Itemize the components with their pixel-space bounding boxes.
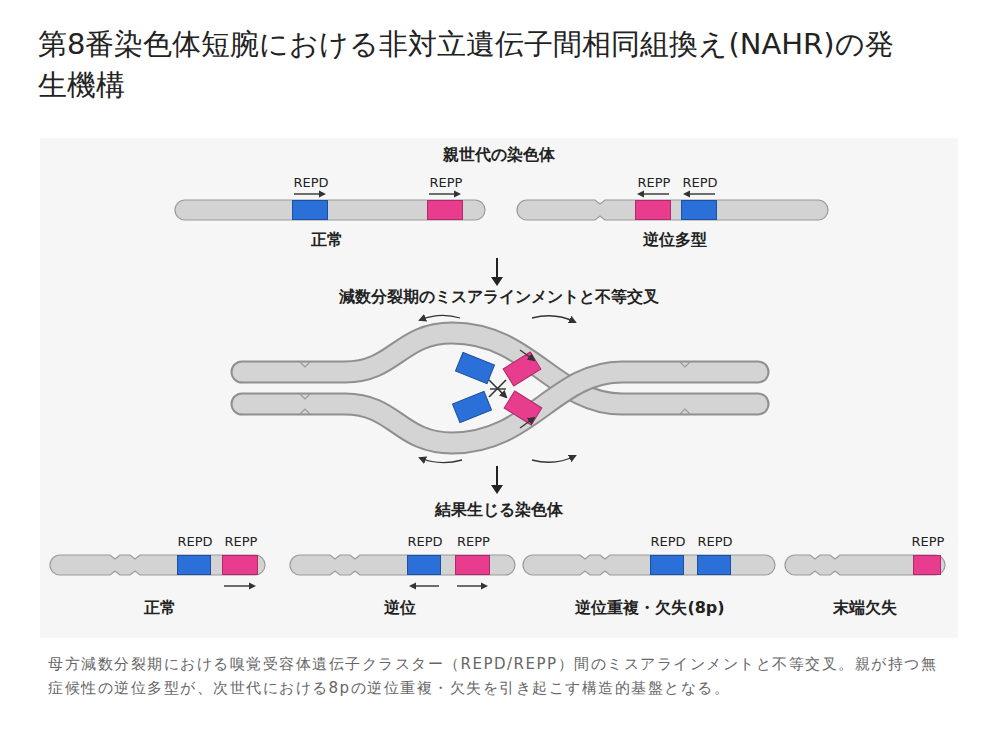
orientation-arrow	[292, 189, 328, 199]
flow-arrow	[496, 466, 498, 487]
arrow-head	[481, 583, 488, 590]
chromosome-body	[50, 555, 265, 575]
arrow-shaft	[429, 193, 456, 194]
twist-arrow	[532, 316, 575, 322]
chromosome-label: 正常	[50, 598, 270, 618]
repeat-label: REPP	[426, 534, 521, 549]
repeat-label: REPD	[652, 175, 748, 190]
twist-arrow	[532, 456, 575, 462]
arrow-shaft	[294, 193, 321, 194]
repeat-block: REPD	[697, 555, 731, 575]
chromosome: 正常REPDREPP	[175, 200, 485, 220]
repeat-block: REPP	[455, 555, 490, 575]
crossover-mark	[490, 388, 506, 389]
crossover-mark	[489, 380, 506, 397]
chromosome-label: 逆位	[290, 598, 510, 618]
chromatid-outline	[242, 372, 758, 443]
orientation-arrow	[635, 189, 671, 199]
centromere-notch	[300, 362, 310, 414]
arrow-head	[637, 191, 644, 198]
chromosome-body	[785, 555, 945, 575]
section-heading: 減数分裂期のミスアラインメントと不等交叉	[0, 286, 997, 308]
repeat-label: REPP	[884, 534, 972, 549]
arrow-head	[409, 583, 416, 590]
arrow-head	[319, 191, 326, 198]
chromosome: 正常REPDREPP	[50, 555, 265, 575]
orientation-arrow	[681, 189, 717, 199]
crossover-mark	[489, 380, 506, 397]
orientation-arrow	[427, 189, 463, 199]
title: 第8番染色体短腕における非対立遺伝子間相同組換え(NAHR)の発生機構	[38, 24, 898, 106]
chromosome-body	[517, 200, 828, 220]
paired-chromosomes	[242, 333, 758, 443]
centromere-notch	[680, 362, 690, 414]
twist-arrow	[420, 315, 460, 320]
caption: 母方減数分裂期における嗅覚受容体遺伝子クラスター（REPD/REPP）間のミスア…	[48, 652, 943, 700]
arrow-head	[249, 583, 256, 590]
repeat-block: REPD	[177, 555, 211, 575]
twist-arrows	[420, 315, 575, 462]
chromosome-shape	[517, 200, 828, 220]
chromosome-body	[523, 555, 775, 575]
repeat-block: REPD	[650, 555, 684, 575]
repeat-block: REPD	[292, 200, 328, 220]
repeat-block: REPP	[427, 200, 463, 220]
repd-block	[452, 391, 491, 422]
repeat-block: REPP	[222, 555, 258, 575]
repeat-block: REPP	[913, 555, 941, 575]
arrow-head	[454, 191, 461, 198]
repd-block	[455, 352, 494, 383]
repeat-label: REPP	[193, 534, 289, 549]
repeat-block: REPP	[635, 200, 671, 220]
orientation-arrow	[520, 418, 534, 428]
orientation-arrow	[520, 350, 534, 360]
repeat-block: REPD	[681, 200, 717, 220]
chromatid	[242, 372, 758, 443]
chromosome: 逆位REPDREPP	[290, 555, 515, 575]
orientation-arrow	[222, 581, 258, 591]
chromosome-shape	[523, 555, 775, 575]
chromosome: 逆位重複・欠失(8p)REPDREPD	[523, 555, 775, 575]
orientation-arrow	[407, 581, 441, 591]
chromosome-label: 正常	[217, 230, 437, 250]
arrow-shaft	[688, 193, 715, 194]
repp-block	[503, 352, 541, 386]
chromosome-label: 逆位重複・欠失(8p)	[540, 598, 760, 618]
flow-arrowhead	[491, 277, 503, 286]
repeat-block: REPD	[407, 555, 441, 575]
chromosome-body	[175, 200, 485, 220]
chromosome: 逆位多型REPPREPD	[517, 200, 828, 220]
section-heading: 結果生じる染色体	[0, 499, 997, 521]
chromosome: 末端欠失REPP	[785, 555, 945, 575]
repp-block	[504, 391, 542, 425]
repeat-label: REPP	[398, 175, 494, 190]
panel-background	[40, 138, 958, 638]
flow-arrow	[496, 258, 498, 279]
arrow-shaft	[414, 585, 439, 586]
repeat-label: REPD	[263, 175, 359, 190]
chromosome-label: 逆位多型	[565, 230, 785, 250]
repeat-label: REPD	[668, 534, 762, 549]
orientation-arrow	[455, 581, 490, 591]
section-heading: 親世代の染色体	[0, 144, 997, 166]
chromosome-body	[290, 555, 515, 575]
chromosome-label: 末端欠失	[755, 598, 975, 618]
misaligned-repeats	[452, 350, 541, 428]
arrow-head	[683, 191, 690, 198]
flow-arrowhead	[491, 485, 503, 494]
arrow-shaft	[642, 193, 669, 194]
arrow-shaft	[224, 585, 251, 586]
twist-arrow	[420, 458, 462, 463]
arrow-shaft	[457, 585, 483, 586]
